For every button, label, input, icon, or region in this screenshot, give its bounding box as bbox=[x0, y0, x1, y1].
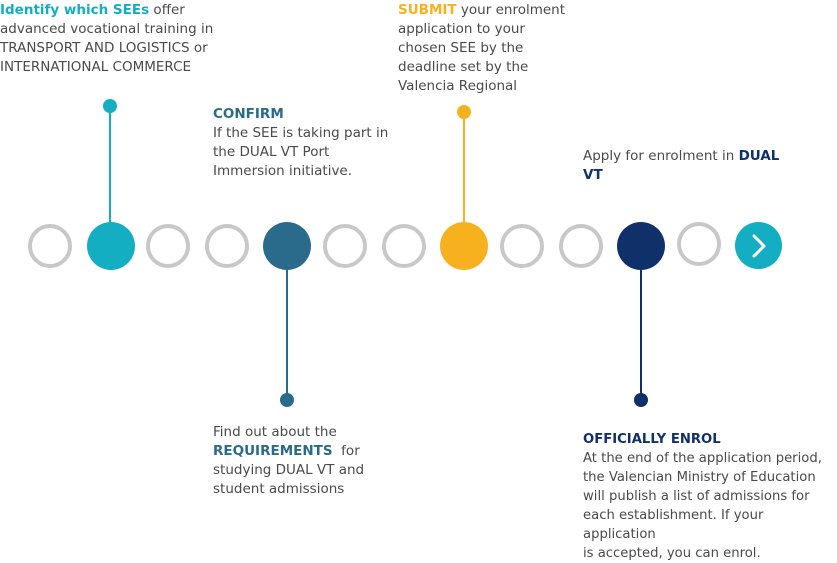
connector-enrol-dot bbox=[634, 393, 648, 407]
step-identify-highlight: Identify which SEEs bbox=[0, 2, 150, 18]
step-submit-line-5: Valencia Regional bbox=[398, 78, 518, 94]
step-apply-highlight-1: DUAL bbox=[738, 148, 780, 164]
step-apply-text: Apply for enrolment in DUAL VT bbox=[583, 147, 783, 185]
timeline-node-3 bbox=[146, 224, 190, 268]
timeline-node-4 bbox=[205, 224, 249, 268]
connector-submit-dot bbox=[457, 105, 471, 119]
step-enrol-line-2: the Valencian Ministry of Education bbox=[583, 470, 816, 485]
step-identify-text-4: INTERNATIONAL COMMERCE bbox=[0, 59, 192, 75]
step-identify-text-1: offer bbox=[149, 2, 185, 18]
timeline-node-identify bbox=[87, 222, 135, 270]
timeline-node-10 bbox=[559, 224, 603, 268]
step-enrol-line-5: is accepted, you can enrol. bbox=[583, 546, 761, 561]
chevron-right-icon bbox=[752, 234, 765, 257]
connector-identify bbox=[109, 106, 111, 224]
connector-requirements bbox=[286, 268, 288, 400]
step-apply-text-1: Apply for enrolment in bbox=[583, 148, 739, 164]
timeline-node-1 bbox=[28, 224, 72, 268]
step-enrol-line-4: each establishment. If your application bbox=[583, 508, 764, 542]
step-enrol-text: OFFICIALLY ENROL At the end of the appli… bbox=[583, 430, 837, 563]
timeline-node-submit bbox=[440, 222, 488, 270]
connector-requirements-dot bbox=[280, 393, 294, 407]
step-confirm-heading: CONFIRM bbox=[213, 106, 284, 122]
timeline-node-7 bbox=[382, 224, 426, 268]
step-confirm-text: CONFIRM If the SEE is taking part in the… bbox=[213, 105, 393, 181]
step-requirements-line-1: Find out about the bbox=[213, 424, 337, 440]
step-requirements-highlight: REQUIREMENTS bbox=[213, 443, 333, 459]
step-identify-text-2: advanced vocational training in bbox=[0, 21, 214, 37]
connector-enrol bbox=[640, 268, 642, 400]
step-confirm-line-1: If the SEE is taking part in bbox=[213, 125, 389, 141]
timeline-node-enrol bbox=[617, 222, 665, 270]
connector-submit bbox=[463, 112, 465, 224]
timeline-node-9 bbox=[500, 224, 544, 268]
timeline-node-6 bbox=[323, 224, 367, 268]
step-submit-line-2: application to your bbox=[398, 21, 525, 37]
step-enrol-heading: OFFICIALLY ENROL bbox=[583, 432, 721, 447]
step-enrol-line-3: will publish a list of admissions for bbox=[583, 489, 810, 504]
step-requirements-line-4: student admissions bbox=[213, 481, 345, 497]
step-submit-text-1: your enrolment bbox=[456, 2, 566, 18]
step-requirements-line-3: studying DUAL VT and bbox=[213, 462, 365, 478]
step-confirm-line-3: Immersion initiative. bbox=[213, 163, 353, 179]
step-identify-text: Identify which SEEs offer advanced vocat… bbox=[0, 1, 215, 77]
step-submit-line-3: chosen SEE by the bbox=[398, 40, 524, 56]
step-submit-highlight: SUBMIT bbox=[398, 2, 457, 18]
step-enrol-line-1: At the end of the application period, bbox=[583, 451, 822, 466]
step-submit-text: SUBMIT your enrolment application to you… bbox=[398, 1, 573, 96]
step-identify-text-3: TRANSPORT AND LOGISTICS or bbox=[0, 40, 208, 56]
timeline-node-requirements bbox=[263, 222, 311, 270]
step-submit-line-4: deadline set by the bbox=[398, 59, 529, 75]
step-requirements-text-2: for bbox=[332, 443, 360, 459]
timeline-node-12 bbox=[677, 222, 721, 266]
step-requirements-text: Find out about the REQUIREMENTS for stud… bbox=[213, 423, 398, 499]
step-apply-highlight-2: VT bbox=[583, 167, 603, 183]
step-confirm-line-2: the DUAL VT Port bbox=[213, 144, 330, 160]
next-button[interactable] bbox=[735, 222, 782, 269]
connector-identify-dot bbox=[103, 99, 117, 113]
